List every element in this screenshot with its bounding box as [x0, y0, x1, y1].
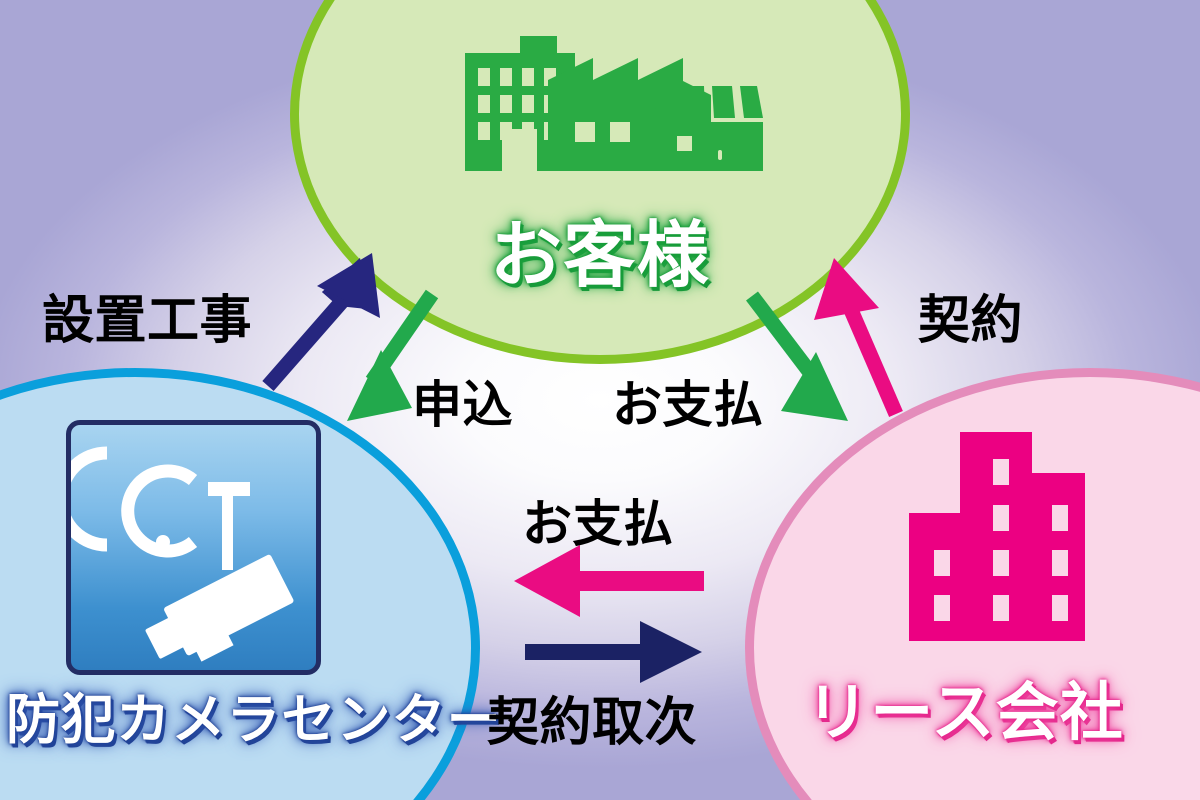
node-customer-label: お客様 — [489, 213, 711, 297]
edge-label-contract: 契約 — [918, 291, 1024, 351]
buildings-icon — [465, 36, 763, 171]
edge-label-pay-customer-to-lease: お支払 — [612, 376, 764, 434]
edge-label-pay-lease-to-center: お支払 — [522, 495, 674, 553]
arrow-install-shaft — [262, 285, 358, 391]
office-building-icon — [909, 432, 1085, 641]
edge-label-apply: 申込 — [412, 376, 513, 434]
arrow-contract-head — [814, 258, 879, 320]
arrow-pay-mid-head — [514, 545, 580, 617]
arrow-contract-shaft — [841, 300, 903, 417]
arrow-pay-top-head — [781, 352, 848, 421]
edge-label-broker: 契約取次 — [487, 693, 698, 753]
arrow-install-head — [317, 253, 380, 318]
edge-label-install: 設置工事 — [42, 291, 253, 351]
arrow-broker-head — [640, 621, 702, 683]
node-center-label: 防犯カメラセンター — [6, 688, 502, 751]
node-lease-label: リース会社 — [806, 676, 1125, 749]
arrow-apply-head — [347, 350, 412, 421]
cctv-camera-icon — [66, 420, 321, 675]
